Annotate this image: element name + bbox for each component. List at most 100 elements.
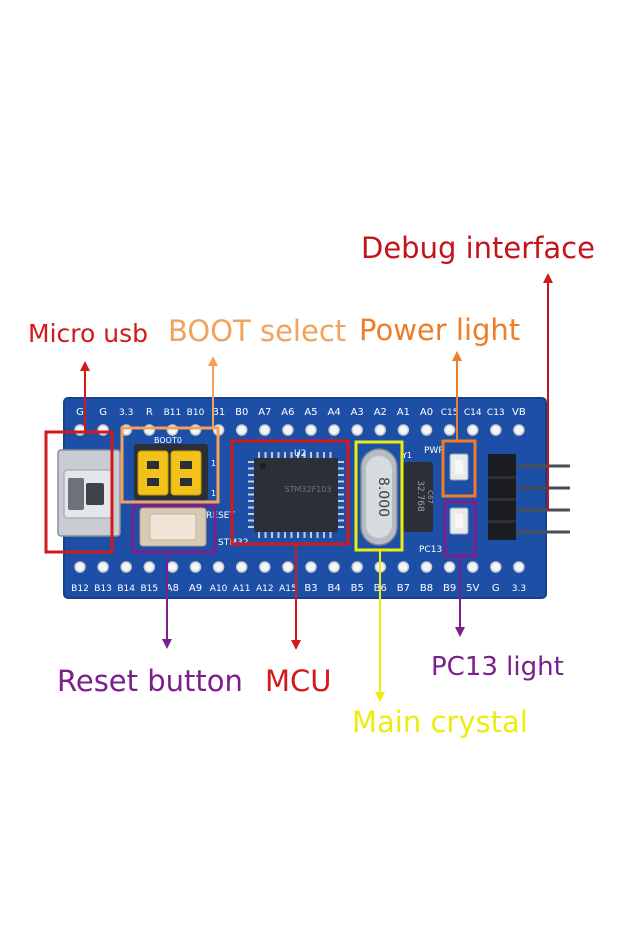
svg-text:1: 1: [211, 459, 216, 468]
bottom-pin-hole: [397, 561, 410, 573]
rtc-crystal-text: 32.768: [415, 480, 425, 512]
debug-header: [488, 454, 570, 540]
top-pin-hole: [305, 424, 317, 436]
bottom-pin-hole: [259, 561, 271, 573]
bottom-pin-hole: [282, 561, 294, 573]
bottom-pin-hole: [305, 561, 317, 573]
top-pin-label: G: [76, 407, 84, 418]
mcu-label: MCU: [265, 664, 332, 698]
top-pin-hole: [328, 424, 340, 436]
bottom-pin-label: 5V: [466, 583, 479, 594]
micro-usb-highlight: [44, 430, 114, 554]
top-pin-label: G: [99, 407, 107, 418]
top-pin-label: B10: [187, 408, 205, 418]
bottom-pin-label: B14: [117, 584, 135, 594]
bottom-pin-hole: [513, 561, 525, 573]
top-pin-label: B0: [235, 407, 248, 418]
bottom-pin-hole: [74, 561, 86, 573]
bottom-pin-label: A15: [279, 584, 297, 594]
boot-select-highlight: [120, 426, 220, 504]
bottom-pin-label: A10: [210, 584, 228, 594]
bottom-pin-label: 3.3: [512, 584, 526, 594]
bottom-pin-label: B12: [71, 584, 89, 594]
top-pin-label: A5: [304, 407, 317, 418]
reset-button-label: Reset button: [57, 664, 243, 698]
top-pin-hole: [259, 424, 271, 436]
top-pin-label: A7: [258, 407, 271, 418]
micro-usb-label: Micro usb: [28, 319, 148, 348]
bottom-pin-hole: [351, 561, 363, 573]
bottom-pin-label: A12: [256, 584, 274, 594]
bottom-pin-hole: [120, 561, 132, 573]
bottom-pin-hole: [166, 561, 179, 573]
top-pin-hole: [397, 424, 410, 436]
bottom-pin-hole: [143, 561, 156, 573]
rtc-crystal-component: 32.768 C67: [403, 462, 434, 532]
bottom-pin-label: B5: [351, 583, 364, 594]
top-pin-label: A4: [327, 407, 340, 418]
boot-select-label: BOOT select: [168, 314, 347, 348]
crystal-ref-silkscreen: Y1: [401, 451, 412, 460]
bottom-pin-hole: [443, 561, 456, 573]
boot-jumpers: BOOT0 1 1: [134, 436, 216, 500]
bottom-pin-label: A9: [189, 583, 202, 594]
bottom-pin-label: B4: [327, 583, 340, 594]
crystal-frequency: 8.000: [375, 477, 391, 517]
bottom-pin-label: B9: [443, 583, 456, 594]
top-pin-label: 3.3: [119, 408, 133, 418]
boot0-silkscreen: BOOT0: [154, 436, 182, 445]
main-crystal-component: 8.000 Y1: [360, 448, 412, 546]
bottom-pin-label: B8: [420, 583, 433, 594]
pc13-led: PC13: [419, 507, 469, 555]
top-pin-hole: [420, 424, 433, 436]
bottom-pin-hole: [328, 561, 340, 573]
bottom-pin-hole: [97, 561, 109, 573]
power-light-label: Power light: [359, 313, 521, 347]
svg-text:1: 1: [211, 489, 216, 498]
top-pin-label: A0: [420, 407, 433, 418]
reset-button-highlight: [131, 504, 217, 554]
top-pin-hole: [443, 424, 456, 436]
svg-text:STM32F103: STM32F103: [285, 485, 332, 494]
bottom-pin-hole: [420, 561, 433, 573]
bottom-pin-label: B7: [397, 583, 410, 594]
debug-interface-label: Debug interface: [361, 231, 595, 265]
main-crystal-label: Main crystal: [352, 705, 528, 739]
pc13-light-label: PC13 light: [431, 652, 564, 682]
pwr-silkscreen: PWR: [424, 446, 445, 456]
bottom-pin-label: B15: [140, 584, 158, 594]
power-light-highlight: [441, 439, 477, 498]
top-pin-label: B1: [212, 407, 225, 418]
top-pin-hole: [282, 424, 294, 436]
mcu-chip: STM32F103 U2: [248, 449, 344, 538]
mcu-ref-silkscreen: U2: [294, 449, 306, 459]
bottom-pin-label: G: [492, 583, 500, 594]
mcu-highlight: [230, 439, 350, 546]
top-pin-hole: [466, 424, 479, 436]
top-pin-label: A6: [281, 407, 294, 418]
top-pin-label: C15: [441, 408, 459, 418]
micro-usb-connector: [57, 449, 121, 537]
bottom-pin-hole: [235, 561, 248, 573]
top-pin-label: VB: [512, 407, 526, 418]
reset-silkscreen: RESET: [206, 511, 235, 521]
rtc-crystal-code: C67: [426, 490, 434, 504]
top-pin-hole: [374, 424, 387, 436]
top-pin-label: A2: [374, 407, 387, 418]
bottom-pin-label: B13: [94, 584, 112, 594]
top-pin-label: C14: [464, 408, 482, 418]
top-pin-hole: [351, 424, 363, 436]
top-pin-hole: [490, 424, 502, 436]
top-pin-label: C13: [487, 408, 505, 418]
top-pin-hole: [235, 424, 248, 436]
bottom-pin-hole: [212, 561, 225, 573]
bottom-pin-hole: [490, 561, 502, 573]
bottom-pin-label: B3: [304, 583, 317, 594]
bottom-pin-label: A11: [233, 584, 251, 594]
bottom-pin-hole: [189, 561, 202, 573]
power-led: PWR: [424, 446, 469, 481]
top-pin-hole: [513, 424, 525, 436]
